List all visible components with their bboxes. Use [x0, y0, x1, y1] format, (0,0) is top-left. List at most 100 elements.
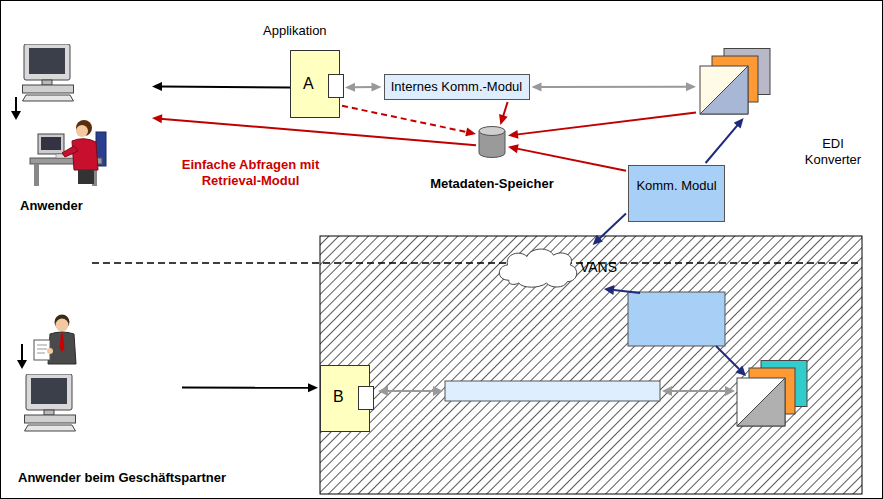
- box-letter: B: [333, 387, 344, 406]
- drawing-part: [11, 111, 21, 120]
- connector: [182, 383, 318, 392]
- drawing-part: [700, 66, 748, 114]
- user-icon: Anwender: [10, 40, 150, 190]
- drawing-part: [62, 146, 78, 157]
- connector-line: [182, 387, 310, 389]
- drawing-part: [60, 334, 65, 352]
- module-label: Komm. Modul: [636, 178, 716, 194]
- boundary-line: [92, 262, 862, 264]
- module-box: Komm. Modul: [628, 165, 725, 222]
- drawing-part: [23, 44, 74, 101]
- drawing-part: [700, 66, 748, 114]
- drawing-part: [320, 236, 862, 494]
- box-heading: Applikation: [263, 23, 327, 39]
- drawing-part: [672, 390, 725, 392]
- drawing-part: [737, 378, 785, 426]
- connector-line: [342, 106, 468, 133]
- connector: [345, 83, 382, 92]
- drawing-part: [76, 125, 88, 137]
- box-letter: A: [303, 74, 314, 93]
- edi-converter-illustration: [700, 49, 770, 115]
- partner-arrows: [378, 285, 746, 396]
- drawing-part: [17, 360, 27, 369]
- arrow-head: [152, 82, 162, 91]
- arrow-head: [734, 118, 744, 129]
- drawing-part: [735, 365, 746, 376]
- drawing-part: [37, 353, 45, 354]
- application-box: B: [320, 365, 370, 432]
- arrow-head: [465, 128, 476, 137]
- connector: [593, 213, 626, 245]
- converter-icon: EDI Konverter: [698, 48, 774, 116]
- connector-line: [516, 148, 626, 170]
- arrow-head: [499, 114, 508, 125]
- drawing-part: [628, 292, 725, 346]
- drawing-part: [72, 139, 98, 170]
- drawing-part: [662, 386, 672, 396]
- drawing-part: [737, 361, 807, 427]
- database-cylinder: Metadaten-Speicher: [478, 126, 506, 158]
- drawing-part: [38, 134, 64, 154]
- edge-label: Einfache Abfragen mit Retrieval-Modul: [163, 157, 338, 188]
- drawing-part: [479, 127, 505, 136]
- partner-region: [320, 236, 862, 494]
- arrow-head: [686, 82, 696, 91]
- drawing-part: [445, 381, 660, 401]
- drawing-part: [78, 170, 94, 184]
- arrow-head: [371, 83, 381, 92]
- connector-line: [598, 213, 626, 239]
- application-box: ApplikationA: [290, 50, 340, 118]
- connector-line: [160, 119, 476, 146]
- storage-label: Metadaten-Speicher: [430, 176, 554, 192]
- module-box: Internes Komm.-Modul: [384, 74, 530, 100]
- user-icon: Anwender beim Geschäftspartner: [10, 315, 180, 440]
- drawing-part: [76, 120, 92, 136]
- user-label: Anwender beim Geschäftspartner: [18, 470, 226, 486]
- connector: [508, 144, 626, 170]
- drawing-part: [725, 386, 735, 396]
- user-illustration: [11, 44, 106, 186]
- connector-line: [503, 102, 508, 117]
- connector: [152, 114, 476, 145]
- connector: [152, 82, 290, 91]
- network-cloud: VANS: [495, 236, 617, 298]
- drawing-part: [614, 290, 640, 293]
- arrow-head: [308, 383, 318, 392]
- partner-user-illustration: [17, 315, 76, 432]
- connector: [508, 113, 696, 139]
- arrow-head: [532, 82, 542, 91]
- cylinder-shape: [478, 126, 506, 158]
- arrow-head: [593, 235, 603, 245]
- arrow-head: [345, 83, 355, 92]
- drawing-part: [320, 236, 862, 494]
- user-label: Anwender: [20, 198, 83, 214]
- drawing-part: [48, 332, 76, 364]
- drawing-part: [37, 349, 47, 350]
- connector-line: [516, 113, 696, 135]
- arrow-head: [508, 144, 519, 153]
- drawing-part: [41, 137, 61, 150]
- cloud-shape: [495, 236, 580, 298]
- drawing-part: [388, 390, 433, 392]
- drawing-part: [378, 386, 388, 396]
- connector-line: [540, 86, 689, 88]
- network-label: VANS: [580, 259, 617, 276]
- connector: [706, 118, 744, 163]
- drawing-part: [433, 386, 443, 396]
- converter-label: EDI Konverter: [800, 136, 866, 167]
- port-marker: [328, 74, 344, 98]
- connector: [342, 106, 476, 137]
- drawing-part: [56, 319, 69, 332]
- connector-line: [706, 124, 739, 163]
- connector: [532, 82, 697, 91]
- drawing-part: [716, 346, 739, 369]
- drawing-part: [21, 344, 23, 361]
- drawing-part: [25, 374, 76, 431]
- drawing-part: [34, 164, 39, 186]
- connector: [499, 102, 508, 125]
- connector-line: [160, 86, 290, 89]
- arrow-head: [152, 114, 162, 123]
- partner-modules: [445, 292, 807, 426]
